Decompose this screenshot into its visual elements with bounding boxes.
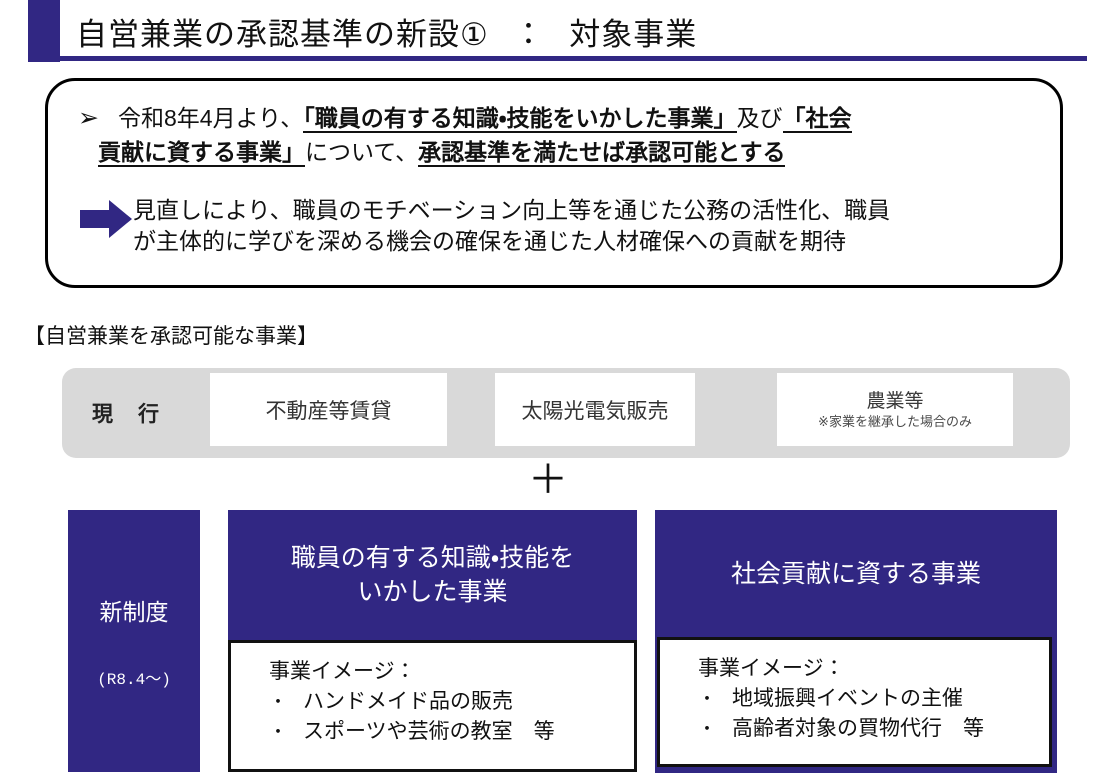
effect-point-line2: が主体的に学びを深める機会の確保を通じた人材確保への貢献を期待	[133, 228, 846, 254]
list-item-text: ハンドメイド品の販売	[303, 690, 513, 713]
bullet-icon: ・	[698, 689, 716, 709]
title-divider-rule	[60, 56, 1087, 61]
title-accent-square	[28, 0, 60, 62]
new-system-label-box: 新制度 (R8.4～)	[68, 510, 200, 772]
arrowhead-bullet-icon: ➢	[78, 104, 99, 132]
approval-point-line2: 貢献に資する事業」について、承認基準を満たせば承認可能とする	[98, 135, 1060, 169]
current-business-real-estate: 不動産等賃貸	[210, 373, 447, 446]
card-body: 事業イメージ： ・ 地域振興イベントの主催 ・ 高齢者対象の買物代行 等	[657, 637, 1052, 767]
list-item: ・ 地域振興イベントの主催	[698, 684, 1043, 714]
body-heading: 事業イメージ：	[269, 660, 416, 683]
list-item-text: スポーツや芸術の教室 等	[303, 720, 555, 743]
business-name: 太陽光電気販売	[521, 399, 669, 423]
text-run-emphasized: 「職員の有する知識・技能をいかした事業」	[303, 105, 737, 133]
list-item: ・ ハンドメイド品の販売	[269, 687, 628, 717]
business-name: 不動産等賃貸	[265, 399, 392, 423]
right-block-arrow-icon	[80, 200, 132, 238]
card-body: 事業イメージ： ・ ハンドメイド品の販売 ・ スポーツや芸術の教室 等	[228, 640, 637, 772]
current-business-agriculture: 農業等 ※家業を継承した場合のみ	[777, 373, 1013, 446]
social-contribution-business-card: 社会貢献に資する事業 事業イメージ： ・ 地域振興イベントの主催 ・ 高齢者対象…	[655, 510, 1057, 773]
list-item: ・ 高齢者対象の買物代行 等	[698, 714, 1043, 744]
current-label: 現 行	[92, 403, 161, 426]
business-note: ※家業を継承した場合のみ	[818, 413, 972, 429]
new-system-label: 新制度	[99, 599, 169, 625]
text-run: について、	[305, 139, 419, 165]
current-businesses-band: 現 行 不動産等賃貸 太陽光電気販売 農業等 ※家業を継承した場合のみ	[62, 368, 1070, 458]
card-title-line2: いかした事業	[357, 578, 508, 606]
list-item-text: 地域振興イベントの主催	[732, 687, 963, 710]
bullet-icon: ・	[269, 692, 287, 712]
knowledge-skill-business-card: 職員の有する知識・技能を いかした事業 事業イメージ： ・ ハンドメイド品の販売…	[228, 510, 637, 772]
body-heading: 事業イメージ：	[698, 657, 845, 680]
bullet-icon: ・	[269, 722, 287, 742]
card-title-line1: 職員の有する知識・技能を	[290, 544, 575, 572]
effect-point-text: 見直しにより、職員のモチベーション向上等を通じた公務の活性化、職員 が主体的に学…	[133, 195, 1060, 257]
effect-point: 見直しにより、職員のモチベーション向上等を通じた公務の活性化、職員 が主体的に学…	[48, 195, 1060, 257]
text-run-emphasized: 「社会	[782, 105, 852, 133]
bullet-icon: ・	[698, 719, 716, 739]
current-business-solar: 太陽光電気販売	[495, 373, 695, 446]
business-name: 農業等	[866, 390, 924, 412]
plus-sign: ＋	[528, 458, 568, 502]
approval-point: ➢ 令和8年4月より、「職員の有する知識・技能をいかした事業」及び「社会 貢献に…	[48, 81, 1060, 169]
new-system-start-date: (R8.4～)	[97, 671, 171, 689]
text-run: 令和8年4月より、	[118, 105, 304, 131]
approval-point-line1: 令和8年4月より、「職員の有する知識・技能をいかした事業」及び「社会	[118, 101, 1060, 135]
text-run-emphasized: 承認基準を満たせば承認可能とする	[418, 139, 786, 167]
summary-box: ➢ 令和8年4月より、「職員の有する知識・技能をいかした事業」及び「社会 貢献に…	[45, 78, 1063, 288]
list-item: ・ スポーツや芸術の教室 等	[269, 717, 628, 747]
text-run-emphasized: 貢献に資する事業」	[98, 139, 305, 167]
effect-point-line1: 見直しにより、職員のモチベーション向上等を通じた公務の活性化、職員	[133, 197, 891, 223]
text-run: 及び	[736, 105, 783, 131]
section-label: 【自営兼業を承認可能な事業】	[24, 325, 318, 348]
page-title: 自営兼業の承認基準の新設① ： 対象事業	[76, 17, 698, 52]
card-header: 社会貢献に資する事業	[655, 510, 1057, 637]
card-title-line1: 社会貢献に資する事業	[730, 559, 981, 588]
card-header: 職員の有する知識・技能を いかした事業	[228, 510, 637, 640]
list-item-text: 高齢者対象の買物代行 等	[732, 717, 984, 740]
